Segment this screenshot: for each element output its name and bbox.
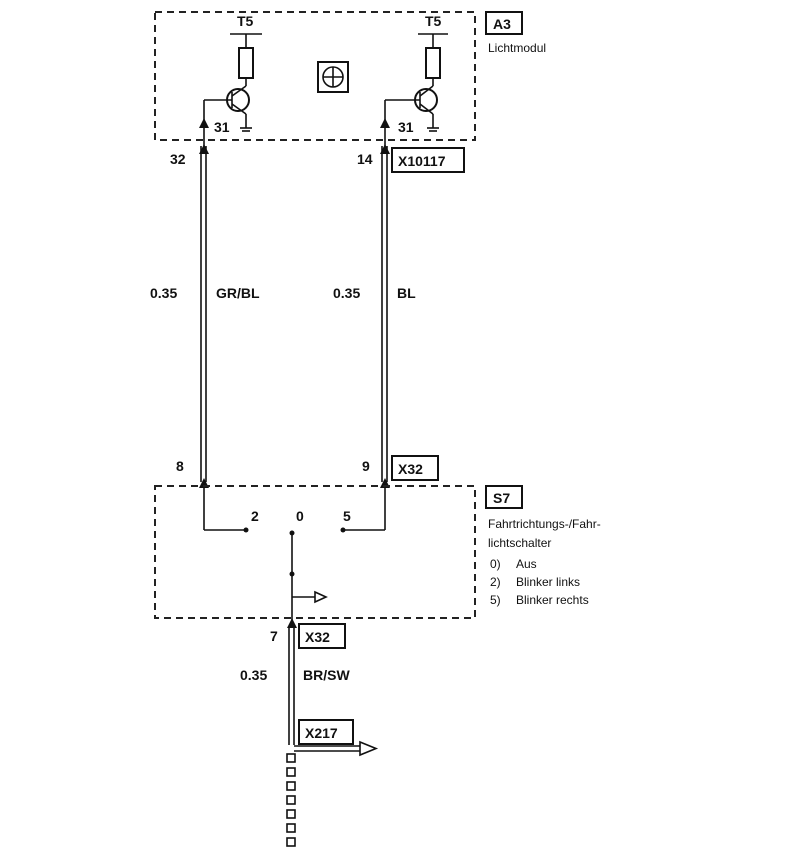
- s7-tag-box: [485, 485, 523, 509]
- x217-box: [298, 719, 354, 745]
- s7-pos-1-text: Blinker links: [516, 575, 580, 589]
- t31-right-label: 31: [398, 119, 414, 135]
- wire-bottom-gauge: 0.35: [240, 667, 267, 683]
- left-transistor-stage: T5 31: [199, 13, 262, 146]
- switch-pos-2-label: 2: [251, 508, 259, 524]
- wire-bottom-br-sw: [288, 628, 295, 745]
- t15-right-label: T5: [425, 13, 442, 29]
- a3-tag: A3: [493, 16, 511, 32]
- s7-pos-0-num: 0): [490, 557, 501, 571]
- pin-14-label: 14: [357, 151, 373, 167]
- s7-pos-2-num: 5): [490, 593, 501, 607]
- s7-switch-box: [154, 485, 476, 619]
- right-resistor: [425, 47, 441, 79]
- pin-7-label: 7: [270, 628, 278, 644]
- wire-right-gauge: 0.35: [333, 285, 360, 301]
- x32-top-label: X32: [398, 461, 423, 477]
- x32-bottom-box: [298, 623, 346, 649]
- right-transistor-stage: T5 31: [380, 13, 448, 146]
- wire-left-gr-bl: [200, 146, 207, 482]
- pin-9-label: 9: [362, 458, 370, 474]
- x32-top-box: [391, 455, 439, 481]
- x217-label: X217: [305, 725, 338, 741]
- a3-tag-box: [485, 11, 523, 35]
- t31-left-label: 31: [214, 119, 230, 135]
- wire-left-gauge: 0.35: [150, 285, 177, 301]
- switch-contacts: 2 0 5: [203, 488, 386, 626]
- wire-right-color: BL: [397, 285, 416, 301]
- flasher-symbol: [317, 61, 349, 93]
- s7-name-line1: Fahrtrichtungs-/Fahr-: [488, 517, 601, 531]
- s7-tag: S7: [493, 490, 510, 506]
- pin-8-label: 8: [176, 458, 184, 474]
- a3-module-box: [154, 11, 476, 141]
- s7-name-line2: lichtschalter: [488, 536, 551, 550]
- switch-pos-0-label: 0: [296, 508, 304, 524]
- s7-positions: 0) Aus 2) Blinker links 5) Blinker recht…: [490, 557, 589, 607]
- pin-32-label: 32: [170, 151, 186, 167]
- t15-left-label: T5: [237, 13, 254, 29]
- x10117-box: [391, 147, 465, 173]
- switch-pos-5-label: 5: [343, 508, 351, 524]
- s7-pos-2-text: Blinker rechts: [516, 593, 589, 607]
- wire-left-color: GR/BL: [216, 285, 260, 301]
- wire-right-bl: [381, 146, 388, 482]
- x32-bottom-label: X32: [305, 629, 330, 645]
- left-resistor: [238, 47, 254, 79]
- x10117-label: X10117: [398, 153, 446, 169]
- a3-name: Lichtmodul: [488, 41, 546, 55]
- s7-pos-0-text: Aus: [516, 557, 537, 571]
- wire-continuation-dashed: [286, 753, 296, 847]
- wire-bottom-color: BR/SW: [303, 667, 350, 683]
- s7-pos-1-num: 2): [490, 575, 501, 589]
